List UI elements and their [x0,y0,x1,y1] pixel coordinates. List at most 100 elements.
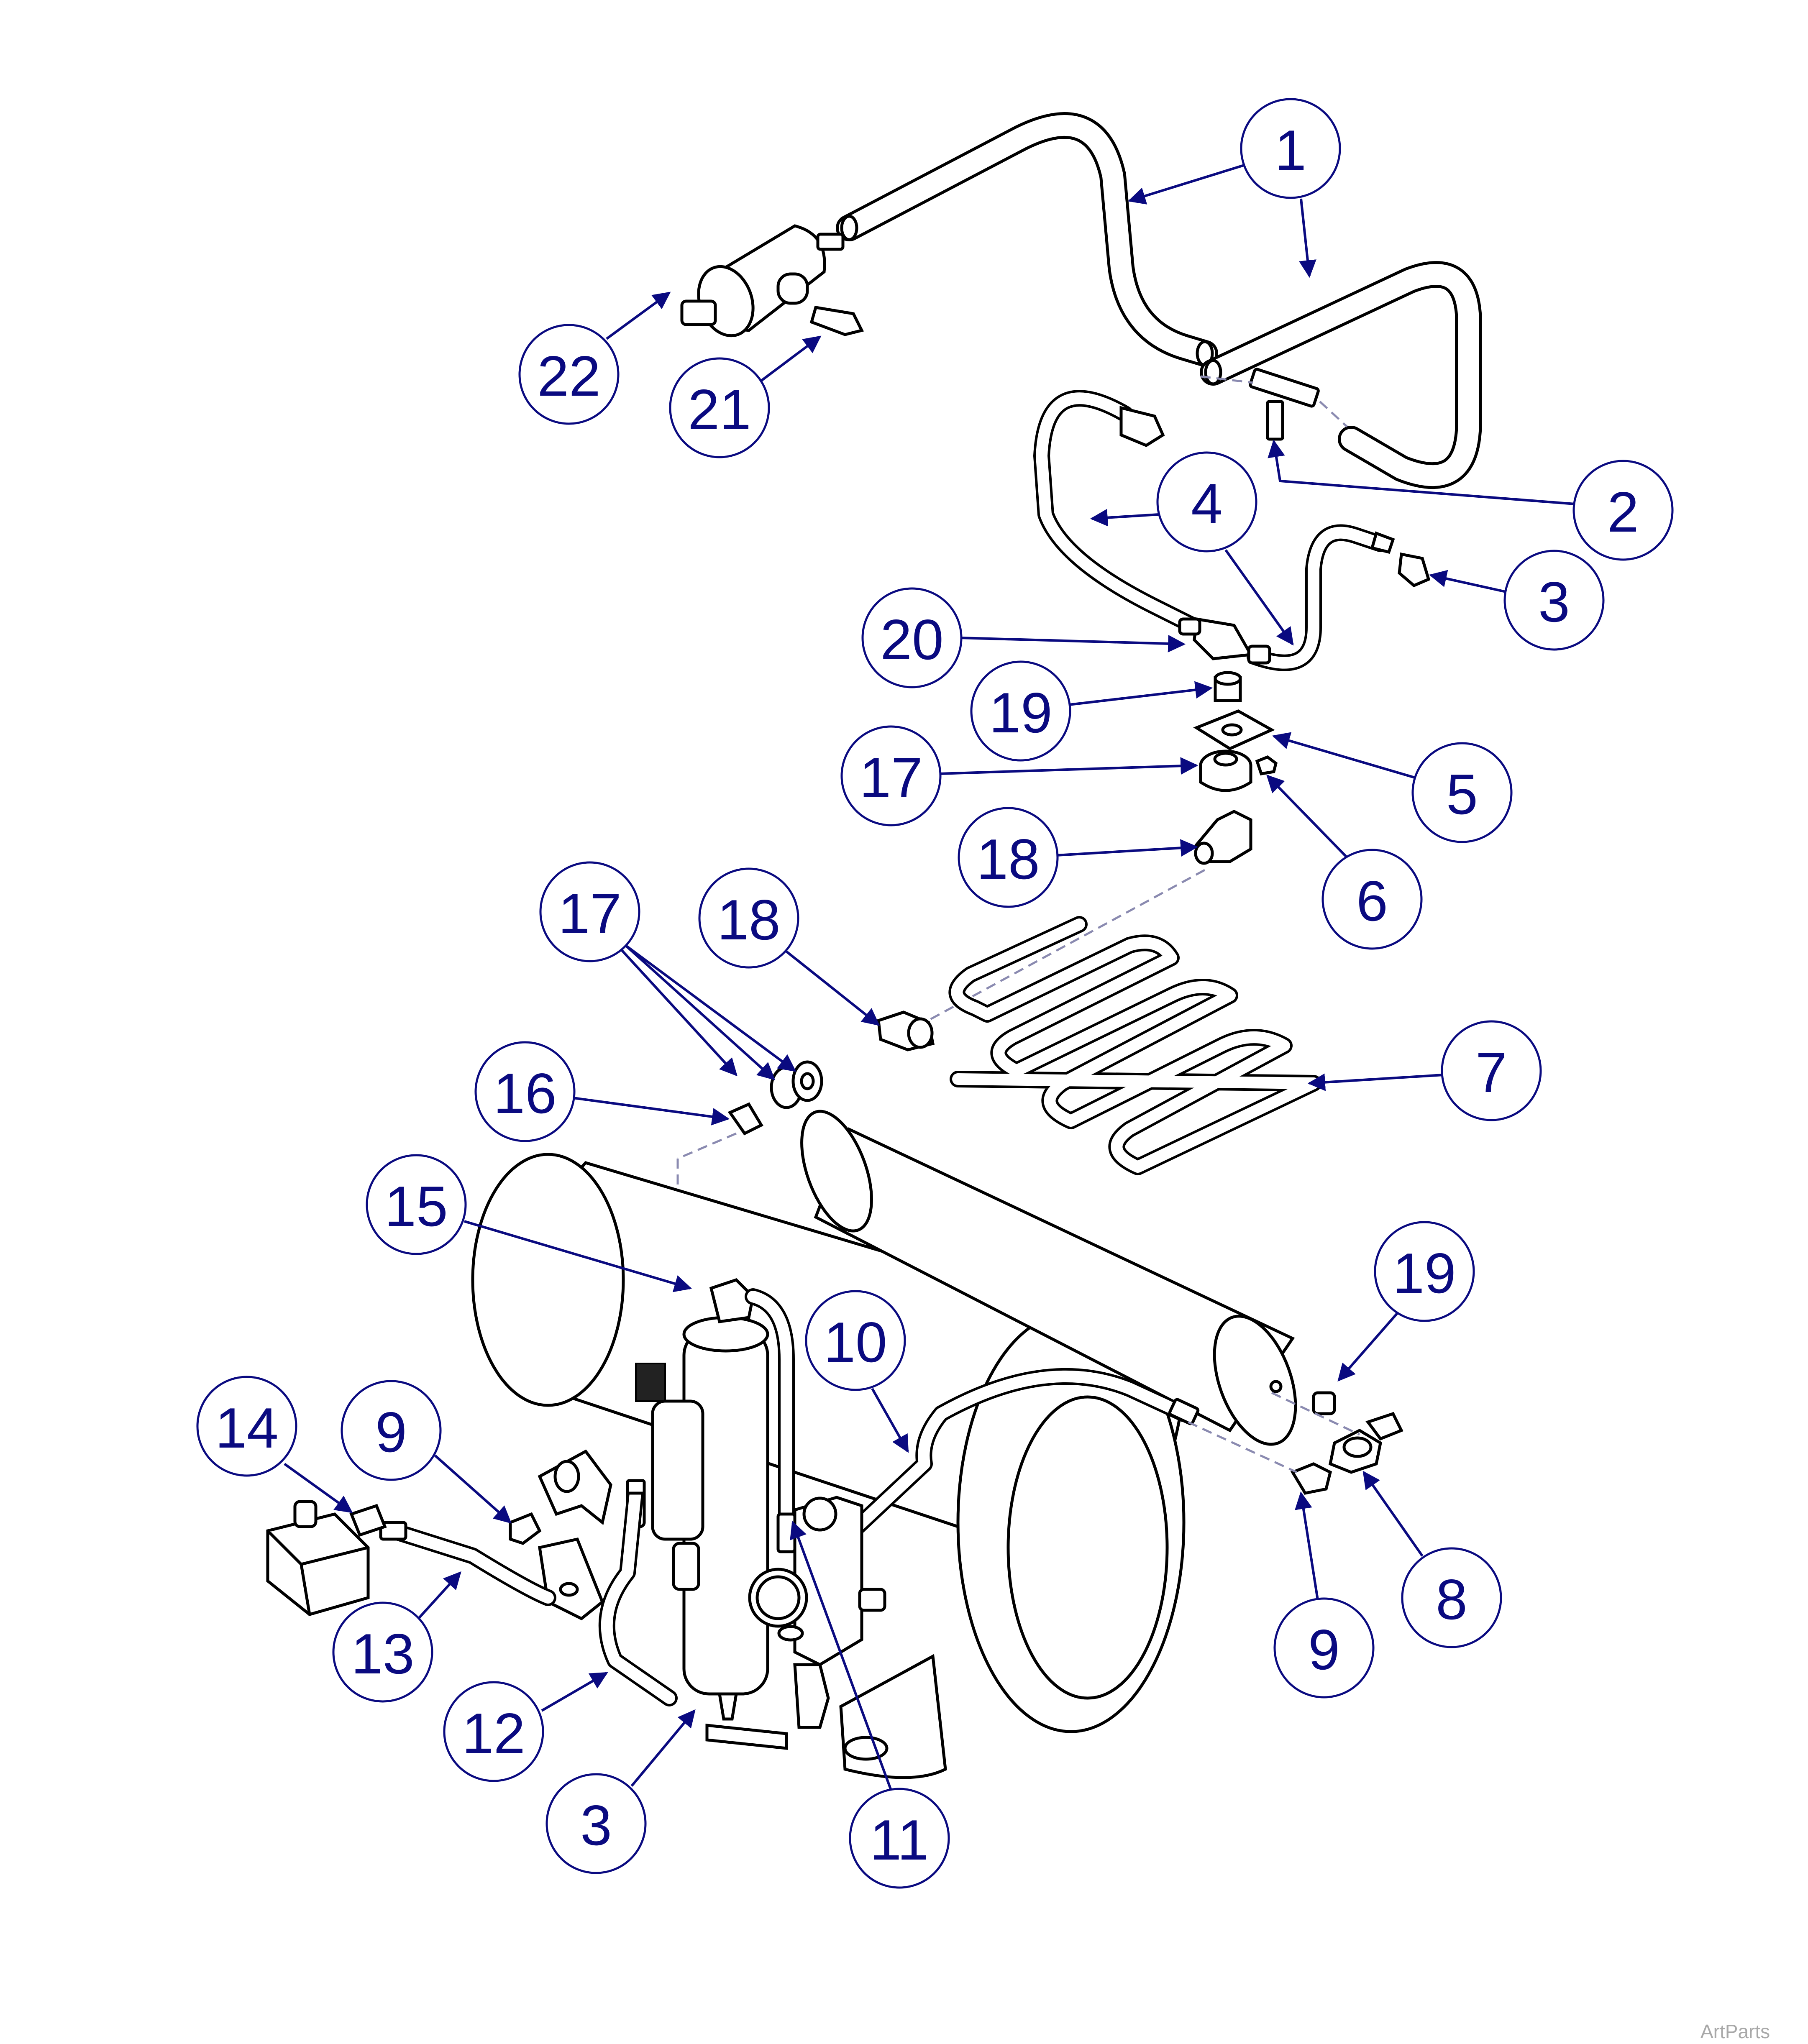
callout-circle [1401,1547,1502,1648]
callout-number: 22 [537,344,600,408]
callout-c8: 8 [1362,1471,1502,1648]
drain-valve-part-8 [1328,1412,1403,1474]
callout-number: 10 [824,1310,887,1374]
callout-number: 2 [1607,480,1639,544]
callout-circle [669,357,770,458]
callout-circle [698,867,799,969]
nut-part-6 [1255,755,1278,775]
callout-number: 17 [558,882,621,945]
watermark: ArtParts [1700,2021,1770,2042]
bracket-part-5 [1193,709,1275,750]
callout-c10: 10 [805,1290,909,1453]
callout-leader-arrow [1056,839,1199,857]
callout-circle [443,1681,544,1782]
callout-circle [366,1154,467,1255]
muffler-part-22 [680,224,845,338]
callout-circle [1156,451,1257,553]
callout-c15: 15 [366,1154,692,1292]
callout-circle [474,1041,576,1142]
callout-leader-arrow [1266,774,1348,859]
callout-number: 14 [215,1396,278,1460]
callout-number: 18 [976,827,1040,891]
hose-part-11 [776,1512,796,1553]
callout-c18b: 18 [698,867,880,1026]
elbow-part-9-left [509,1512,542,1545]
callout-leader-arrow [630,1709,696,1787]
check-valve-part-17-upper [1199,750,1252,792]
hose-assembly-part-4 [1033,390,1395,671]
elbow-part-18-lower [877,1010,935,1051]
callout-number: 19 [989,681,1052,744]
callout-leader-arrow [1429,570,1506,593]
callout-leader-arrow [1362,1471,1424,1557]
callout-circle [196,1376,297,1477]
hose-part-12 [598,1479,678,1706]
callout-leader-arrow [541,1672,608,1712]
callout-c5: 5 [1272,732,1513,843]
callout-number: 8 [1436,1568,1467,1631]
callout-circle [545,1773,647,1874]
callout-circle [861,587,963,688]
callout-circle [1240,98,1341,199]
cooling-coil-part-7 [948,916,1322,1175]
callout-circle [1572,460,1674,561]
callout-leader-arrow [573,1097,730,1126]
nipple-part-16 [727,1102,763,1136]
callout-number: 17 [859,746,922,809]
callout-c13: 13 [332,1571,461,1703]
callout-leader-arrow [1268,439,1575,505]
callout-number: 11 [870,1808,929,1872]
callout-circle [1411,742,1513,843]
callout-leader-arrow [960,634,1186,652]
callout-c1: 1 [1127,98,1341,278]
callout-number: 5 [1446,762,1478,826]
callout-leader-arrow [624,944,776,1080]
callout-c17a: 17 [840,725,1199,826]
callout-circle [1321,849,1423,950]
callout-leader-arrow [1127,162,1251,205]
callout-c9b: 9 [1273,1491,1375,1699]
callout-number: 1 [1275,118,1306,182]
callout-number: 9 [375,1400,407,1464]
callout-leader-arrow [464,1220,692,1292]
callout-c3b: 3 [545,1709,696,1874]
callout-leader-arrow [618,946,738,1077]
callout-c4: 4 [1090,451,1294,646]
callout-leader-arrow [1090,509,1159,527]
callout-number: 15 [384,1174,448,1238]
callout-circle [970,660,1071,762]
callout-leader-arrow [606,292,671,340]
elbow-part-9-right [1290,1462,1332,1495]
callout-number: 3 [1538,570,1570,634]
hose-part-10 [849,1368,1200,1535]
callout-c20: 20 [861,587,1186,688]
callout-number: 9 [1308,1618,1340,1681]
callout-number: 7 [1475,1041,1507,1104]
callout-circle [840,725,942,826]
callout-c2: 2 [1268,439,1674,561]
callout-leader-arrow [786,950,880,1026]
callout-leader-arrow [1307,1073,1444,1091]
callout-c3a: 3 [1429,550,1605,651]
callout-circle [958,807,1059,908]
callout-number: 4 [1191,472,1223,535]
callout-leader-arrow [761,335,822,382]
callout-circle [332,1601,433,1703]
tank-foot-bracket [538,1449,612,1621]
callout-c21: 21 [669,335,822,458]
elbow-fitting-part-3-upper [1398,552,1431,588]
callout-number: 19 [1393,1241,1456,1305]
callout-c18a: 18 [958,807,1199,908]
check-valve-part-17-lower [770,1060,823,1109]
callout-leader-arrow [625,944,796,1072]
callout-circle [1374,1221,1475,1322]
callout-c19b: 19 [1337,1221,1475,1382]
callout-number: 13 [351,1622,414,1686]
callout-c11: 11 [790,1521,950,1889]
callout-number: 12 [462,1701,525,1765]
auxiliary-tank [800,1110,1297,1446]
callout-leader-arrow [417,1571,461,1620]
callout-leader-arrow [1224,549,1294,646]
callout-number: 18 [717,888,780,952]
